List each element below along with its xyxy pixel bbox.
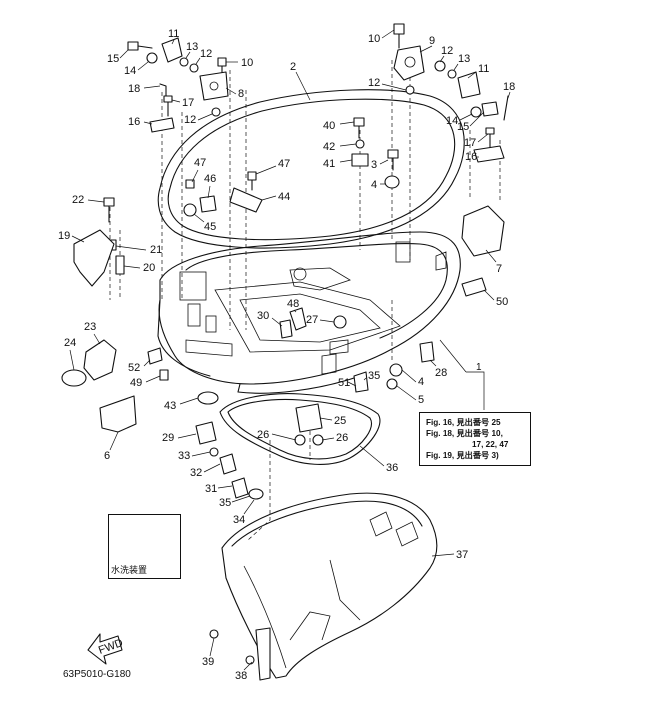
bottom-seal — [219, 393, 381, 465]
callout-48: 48 — [287, 298, 299, 310]
callout-7: 7 — [496, 263, 502, 275]
callout-46: 46 — [204, 173, 216, 185]
alignment-lines — [109, 60, 501, 541]
callout-22: 22 — [72, 194, 84, 206]
diagram-code: 63P5010-G180 — [63, 669, 131, 680]
callout-13b: 13 — [458, 53, 470, 65]
callout-6: 6 — [104, 450, 110, 462]
callout-19: 19 — [58, 230, 70, 242]
callout-10a: 10 — [368, 33, 380, 45]
lower-cowling — [221, 492, 438, 679]
callout-16a: 16 — [128, 116, 140, 128]
callout-5: 5 — [418, 394, 424, 406]
callout-47b: 47 — [278, 158, 290, 170]
callout-42: 42 — [323, 141, 335, 153]
callout-37: 37 — [456, 549, 468, 561]
callout-23: 23 — [84, 321, 96, 333]
callout-13a: 13 — [186, 41, 198, 53]
reference-notes-box: Fig. 16, 見出番号 25 Fig. 18, 見出番号 10, 17, 2… — [419, 412, 531, 466]
callout-12c: 12 — [368, 77, 380, 89]
callout-11a: 11 — [168, 28, 179, 40]
callouts: 2 3 4 4 5 6 7 8 9 10 10 11 11 12 12 12 1… — [58, 28, 515, 682]
reference-note: 17, 22, 47 — [472, 440, 509, 449]
callout-43: 43 — [164, 400, 176, 412]
callout-14b: 14 — [446, 115, 458, 127]
inset-label: 水洗装置 — [111, 566, 148, 576]
callout-20: 20 — [143, 262, 155, 274]
callout-4: 4 — [371, 179, 377, 191]
callout-24: 24 — [64, 337, 76, 349]
callout-12a: 12 — [200, 48, 212, 60]
reference-note: Fig. 18, 見出番号 10, — [426, 429, 503, 438]
callout-15b: 15 — [457, 121, 469, 133]
callout-17a: 17 — [182, 97, 194, 109]
reference-marker: 1 — [476, 362, 482, 373]
callout-12b: 12 — [441, 45, 453, 57]
callout-32: 32 — [190, 467, 202, 479]
callout-30: 30 — [257, 310, 269, 322]
callout-4b: 4 — [418, 376, 424, 388]
fwd-arrow: FWD — [87, 633, 125, 665]
callout-41: 41 — [323, 158, 335, 170]
reference-note: Fig. 16, 見出番号 25 — [426, 418, 501, 427]
callout-11b: 11 — [478, 63, 489, 75]
bottom-cowling — [157, 231, 461, 394]
callout-47a: 47 — [194, 157, 206, 169]
callout-3: 3 — [371, 159, 377, 171]
callout-35b: 35 — [219, 497, 231, 509]
hardware-parts — [61, 23, 509, 681]
callout-28: 28 — [435, 367, 447, 379]
callout-51: 51 — [338, 377, 350, 389]
callout-40: 40 — [323, 120, 335, 132]
callout-18b: 18 — [503, 81, 515, 93]
flush-device-inset: 水洗装置 — [108, 514, 181, 579]
callout-35a: 35 — [368, 370, 380, 382]
callout-9: 9 — [429, 35, 435, 47]
callout-18a: 18 — [128, 83, 140, 95]
callout-12d: 12 — [184, 114, 196, 126]
callout-50: 50 — [496, 296, 508, 308]
callout-39: 39 — [202, 656, 214, 668]
callout-52: 52 — [128, 362, 140, 374]
callout-26b: 26 — [336, 432, 348, 444]
callout-36: 36 — [386, 462, 398, 474]
callout-45: 45 — [204, 221, 216, 233]
reference-note: Fig. 19, 見出番号 3) — [426, 451, 499, 460]
callout-8: 8 — [238, 88, 244, 100]
callout-33: 33 — [178, 450, 190, 462]
callout-31: 31 — [205, 483, 217, 495]
callout-34: 34 — [233, 514, 245, 526]
callout-29: 29 — [162, 432, 174, 444]
callout-27: 27 — [306, 314, 318, 326]
callout-49: 49 — [130, 377, 142, 389]
callout-14a: 14 — [124, 65, 136, 77]
callout-2: 2 — [290, 61, 296, 73]
callout-44: 44 — [278, 191, 290, 203]
callout-17b: 17 — [464, 137, 476, 149]
callout-16b: 16 — [465, 151, 477, 163]
callout-15a: 15 — [107, 53, 119, 65]
callout-10b: 10 — [241, 57, 253, 69]
callout-38: 38 — [235, 670, 247, 682]
bolt-15 — [127, 41, 153, 51]
callout-21: 21 — [150, 244, 162, 256]
callout-25: 25 — [334, 415, 346, 427]
callout-26a: 26 — [257, 429, 269, 441]
cowling-seal — [157, 89, 465, 249]
